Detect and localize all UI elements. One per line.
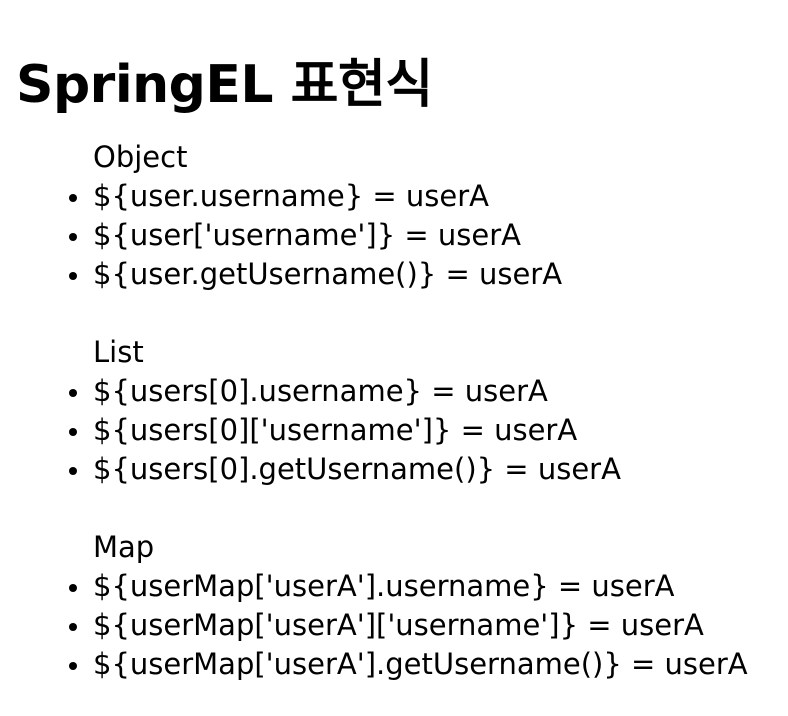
list-item: ${user['username']} = userA [0, 216, 788, 255]
list-item: ${users[0].username} = userA [0, 372, 788, 411]
slide-content: Object ${user.username} = userA ${user['… [0, 138, 788, 684]
list-item: ${user.getUsername()} = userA [0, 255, 788, 294]
list-item: ${userMap['userA']['username']} = userA [0, 606, 788, 645]
section-heading-list: List [93, 335, 144, 369]
section-list: List ${users[0].username} = userA ${user… [0, 333, 788, 489]
bullet-list-map: ${userMap['userA'].username} = userA ${u… [0, 567, 788, 684]
bullet-list-list: ${users[0].username} = userA ${users[0][… [0, 372, 788, 489]
list-item: ${userMap['userA'].getUsername()} = user… [0, 645, 788, 684]
section-map: Map ${userMap['userA'].username} = userA… [0, 528, 788, 684]
section-heading-map: Map [93, 530, 155, 564]
list-item: ${users[0].getUsername()} = userA [0, 450, 788, 489]
page-title: SpringEL 표현식 [16, 54, 433, 115]
bullet-list-object: ${user.username} = userA ${user['usernam… [0, 177, 788, 294]
section-heading-object: Object [93, 140, 188, 174]
list-item: ${users[0]['username']} = userA [0, 411, 788, 450]
list-item: ${user.username} = userA [0, 177, 788, 216]
section-object: Object ${user.username} = userA ${user['… [0, 138, 788, 294]
list-item: ${userMap['userA'].username} = userA [0, 567, 788, 606]
